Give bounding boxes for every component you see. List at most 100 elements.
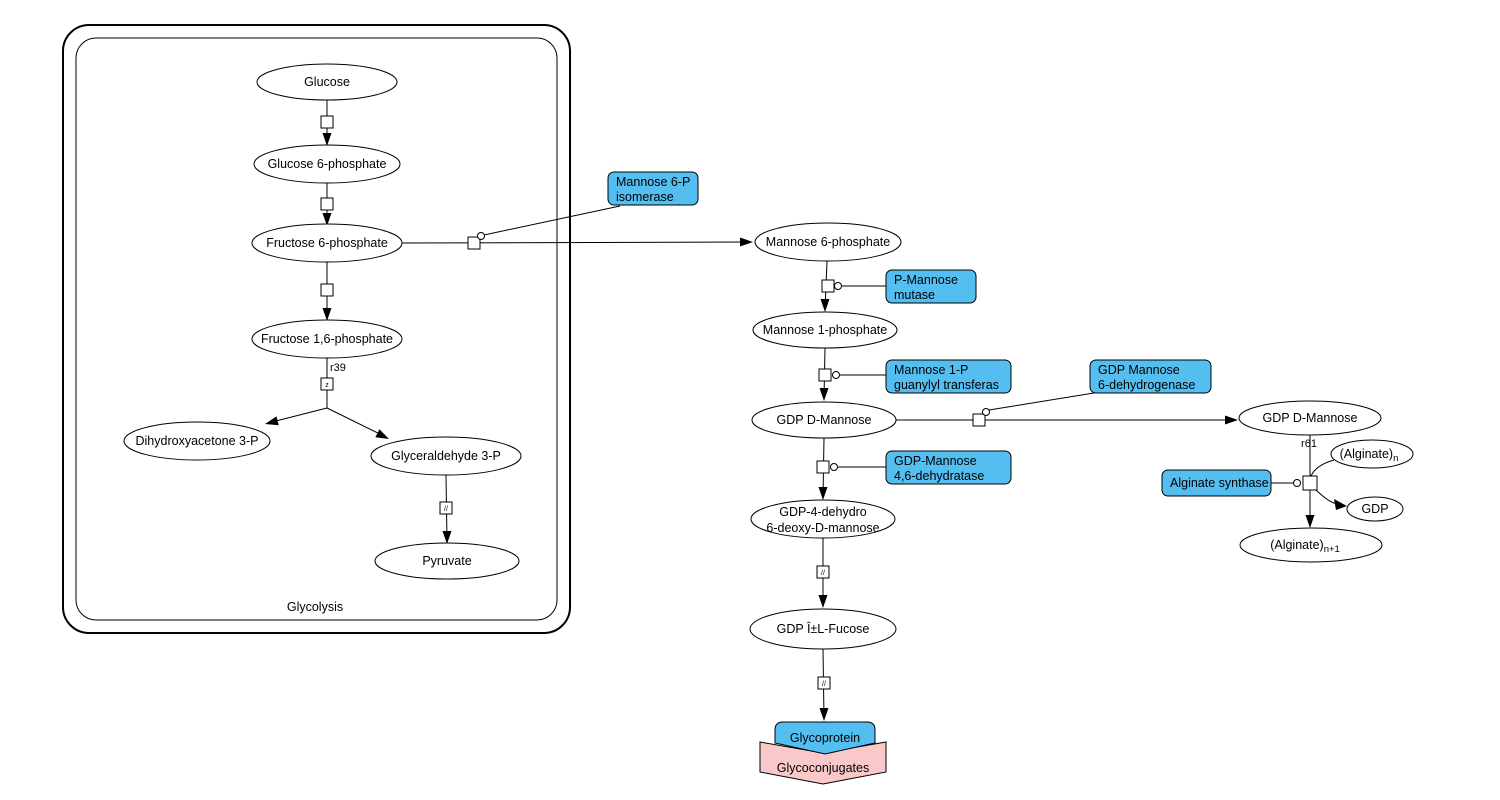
edge-alginaten-r61 [1310, 459, 1335, 477]
node-label-alginate-n: (Alginate)n [1340, 447, 1399, 464]
arrowhead [375, 429, 389, 439]
node-fructose-16-phosphate[interactable] [251, 319, 403, 359]
reaction-node-dehydratase[interactable] [816, 460, 830, 474]
node-gdp-d-mannose-right[interactable] [1238, 400, 1382, 436]
enzyme-boxes [607, 171, 1272, 497]
node-mannose-1-phosphate[interactable] [752, 311, 898, 349]
reaction-node-isomerase[interactable] [467, 236, 481, 250]
node-label-gdp-d-mannose: GDP D-Mannose [777, 413, 872, 427]
reaction-node[interactable] [439, 501, 453, 515]
reaction-node-mutase[interactable] [821, 279, 835, 293]
node-mannose-6-phosphate[interactable] [754, 222, 902, 262]
node-label-fructose-6-phosphate: Fructose 6-phosphate [266, 236, 388, 250]
enzyme-label: GDP Mannose [1098, 363, 1180, 377]
enzyme-alginate-synthase[interactable] [1161, 469, 1272, 497]
reaction-label-r39: r39 [330, 362, 346, 374]
node-glycoprotein[interactable] [774, 721, 876, 755]
arrowheads [265, 133, 1347, 721]
edge-r61-gdp [1314, 488, 1338, 505]
arrowhead [818, 595, 828, 608]
node-label-gdp: GDP [1361, 502, 1388, 516]
node-label-glycoconjugates: Glycoconjugates [777, 761, 869, 775]
node-label-glyceraldehyde-3p: Glyceraldehyde 3-P [391, 449, 501, 463]
enzyme-mannose-1p-guanylyl-transferase[interactable] [885, 359, 1012, 394]
node-label-gdp-4-dehydro: GDP-4-dehydro [779, 505, 867, 519]
reaction-glyph: // [821, 570, 825, 577]
edge-dehydrogenase-connector [988, 391, 1101, 411]
reaction-node[interactable] [320, 197, 334, 211]
glycolysis-compartment-label: Glycolysis [287, 600, 343, 614]
edge-f6p-m6p [401, 241, 751, 244]
metabolite-nodes [123, 63, 1414, 650]
arrowhead [1225, 415, 1238, 425]
arrowhead [442, 531, 452, 544]
connector-circle [832, 371, 840, 379]
node-label-mannose-1-phosphate: Mannose 1-phosphate [763, 323, 887, 337]
node-gdp[interactable] [1346, 496, 1404, 522]
reaction-glyph: // [444, 506, 448, 513]
node-alginate-n1[interactable] [1239, 527, 1383, 563]
node-label-glucose-6-phosphate: Glucose 6-phosphate [268, 157, 387, 171]
enzyme-mannose-6p-isomerase[interactable] [607, 171, 699, 206]
arrowhead [265, 416, 279, 426]
arrowhead [820, 299, 830, 312]
enzyme-label: mutase [894, 288, 935, 302]
node-label-alginate-n1: (Alginate)n+1 [1270, 538, 1340, 555]
reaction-glyph: // [822, 681, 826, 688]
enzyme-label: guanylyl transferas [894, 378, 999, 392]
arrowhead [819, 708, 829, 721]
enzyme-label: 4,6-dehydratase [894, 469, 984, 483]
enzyme-label: Mannose 1-P [894, 363, 968, 377]
glycolysis-compartment-outer [62, 24, 571, 634]
arrowhead [819, 388, 829, 401]
node-gdp-4-dehydro-6-deoxy-d-mannose[interactable] [750, 499, 896, 539]
reaction-node-r39[interactable] [320, 377, 334, 391]
node-glucose-6-phosphate[interactable] [253, 144, 401, 184]
node-alginate-n[interactable] [1330, 439, 1414, 469]
reaction-node-dehydrogenase[interactable] [972, 413, 986, 427]
node-pyruvate[interactable] [374, 542, 520, 580]
node-label-glucose: Glucose [304, 75, 350, 89]
glycolysis-compartment-inner [75, 37, 558, 621]
node-label-dihydroxyacetone-3p: Dihydroxyacetone 3-P [136, 434, 259, 448]
reaction-node[interactable] [320, 283, 334, 297]
enzyme-gdp-mannose-6-dehydrogenase[interactable] [1089, 359, 1212, 394]
enzyme-gdp-mannose-46-dehydratase[interactable] [885, 450, 1012, 485]
node-label-glycoprotein: Glycoprotein [790, 731, 860, 745]
connector-circle [830, 463, 838, 471]
reaction-squares [320, 115, 1318, 690]
edge-branch-ga3p [326, 407, 387, 438]
reaction-node-r61[interactable] [1302, 475, 1318, 491]
node-label-fructose-16-phosphate: Fructose 1,6-phosphate [261, 332, 393, 346]
enzyme-label: 6-dehydrogenase [1098, 378, 1195, 392]
enzyme-label: Alginate synthase [1170, 476, 1269, 490]
reaction-label-r61: r61 [1301, 438, 1317, 450]
connector-circle [477, 232, 485, 240]
reaction-node[interactable] [320, 115, 334, 129]
arrowhead [1334, 499, 1347, 510]
reaction-node[interactable] [817, 676, 831, 690]
connector-circles [477, 232, 1301, 487]
node-fructose-6-phosphate[interactable] [251, 223, 403, 263]
arrowhead [322, 213, 332, 226]
node-glyceraldehyde-3p[interactable] [370, 436, 522, 476]
enzyme-p-mannose-mutase[interactable] [885, 269, 977, 304]
reaction-node-guanylyl[interactable] [818, 368, 832, 382]
edge-isomerase-connector [483, 205, 621, 236]
enzyme-label: P-Mannose [894, 273, 958, 287]
node-gdp-l-fucose[interactable] [749, 608, 897, 650]
enzyme-label: isomerase [616, 190, 674, 204]
node-glucose[interactable] [256, 63, 398, 101]
arrowhead [818, 487, 828, 500]
connector-circle [982, 408, 990, 416]
connector-circle [1293, 479, 1301, 487]
node-dihydroxyacetone-3p[interactable] [123, 421, 271, 461]
connector-circle [834, 282, 842, 290]
arrowhead [1305, 515, 1315, 528]
node-gdp-d-mannose[interactable] [751, 401, 897, 439]
node-label-pyruvate: Pyruvate [422, 554, 471, 568]
node-label-gdp-d-mannose-right: GDP D-Mannose [1263, 411, 1358, 425]
reaction-node[interactable] [816, 565, 830, 579]
enzyme-label: GDP-Mannose [894, 454, 977, 468]
